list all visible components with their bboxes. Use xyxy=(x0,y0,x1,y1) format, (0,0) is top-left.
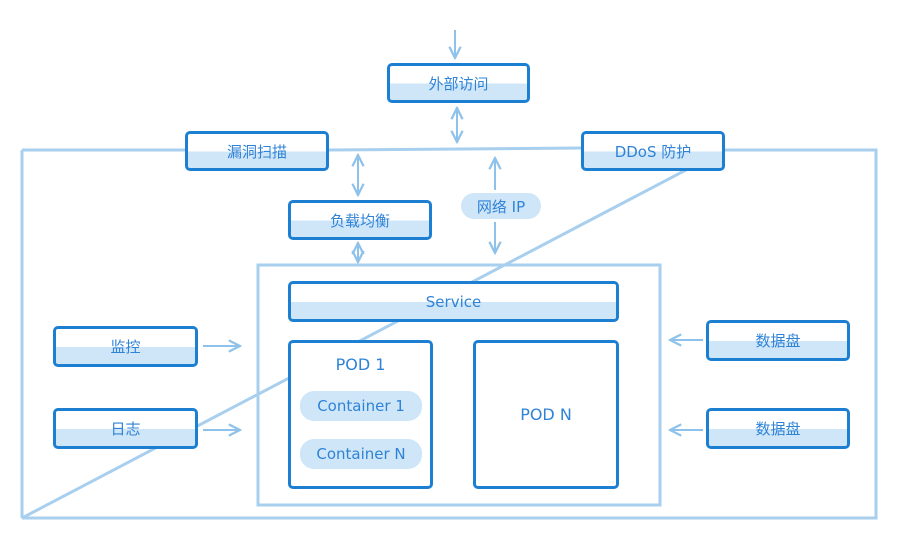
pod-1-node: POD 1 Container 1 Container N xyxy=(288,340,433,489)
container-1-pill: Container 1 xyxy=(300,391,422,421)
logs-node: 日志 xyxy=(53,408,198,449)
service-label: Service xyxy=(425,292,482,311)
monitoring-node: 监控 xyxy=(53,326,198,367)
ddos-protection-node: DDoS 防护 xyxy=(581,131,725,171)
logs-label: 日志 xyxy=(110,420,141,438)
network-ip-pill: 网络 IP xyxy=(461,193,541,219)
service-node: Service xyxy=(288,281,619,322)
data-disk-1-node: 数据盘 xyxy=(706,320,850,361)
container-n-label: Container N xyxy=(316,445,406,463)
pod-n-title: POD N xyxy=(520,405,572,424)
vuln-scan-node: 漏洞扫描 xyxy=(185,131,329,171)
network-ip-label: 网络 IP xyxy=(476,197,526,216)
vuln-scan-label: 漏洞扫描 xyxy=(226,142,287,161)
external-access-label: 外部访问 xyxy=(428,74,489,93)
data-disk-2-label: 数据盘 xyxy=(755,420,801,438)
data-disk-1-label: 数据盘 xyxy=(755,332,801,350)
load-balancer-label: 负载均衡 xyxy=(329,211,390,230)
pod-1-title: POD 1 xyxy=(335,355,386,374)
container-1-label: Container 1 xyxy=(317,397,405,415)
outer-boundary xyxy=(21,146,878,520)
cluster-boundary xyxy=(256,263,662,507)
external-access-node: 外部访问 xyxy=(387,63,530,103)
container-n-pill: Container N xyxy=(300,439,422,469)
monitoring-label: 监控 xyxy=(110,338,141,356)
ddos-protection-label: DDoS 防护 xyxy=(614,142,692,161)
pod-n-node: POD N xyxy=(473,340,619,489)
load-balancer-node: 负载均衡 xyxy=(288,200,432,240)
data-disk-2-node: 数据盘 xyxy=(706,408,850,449)
